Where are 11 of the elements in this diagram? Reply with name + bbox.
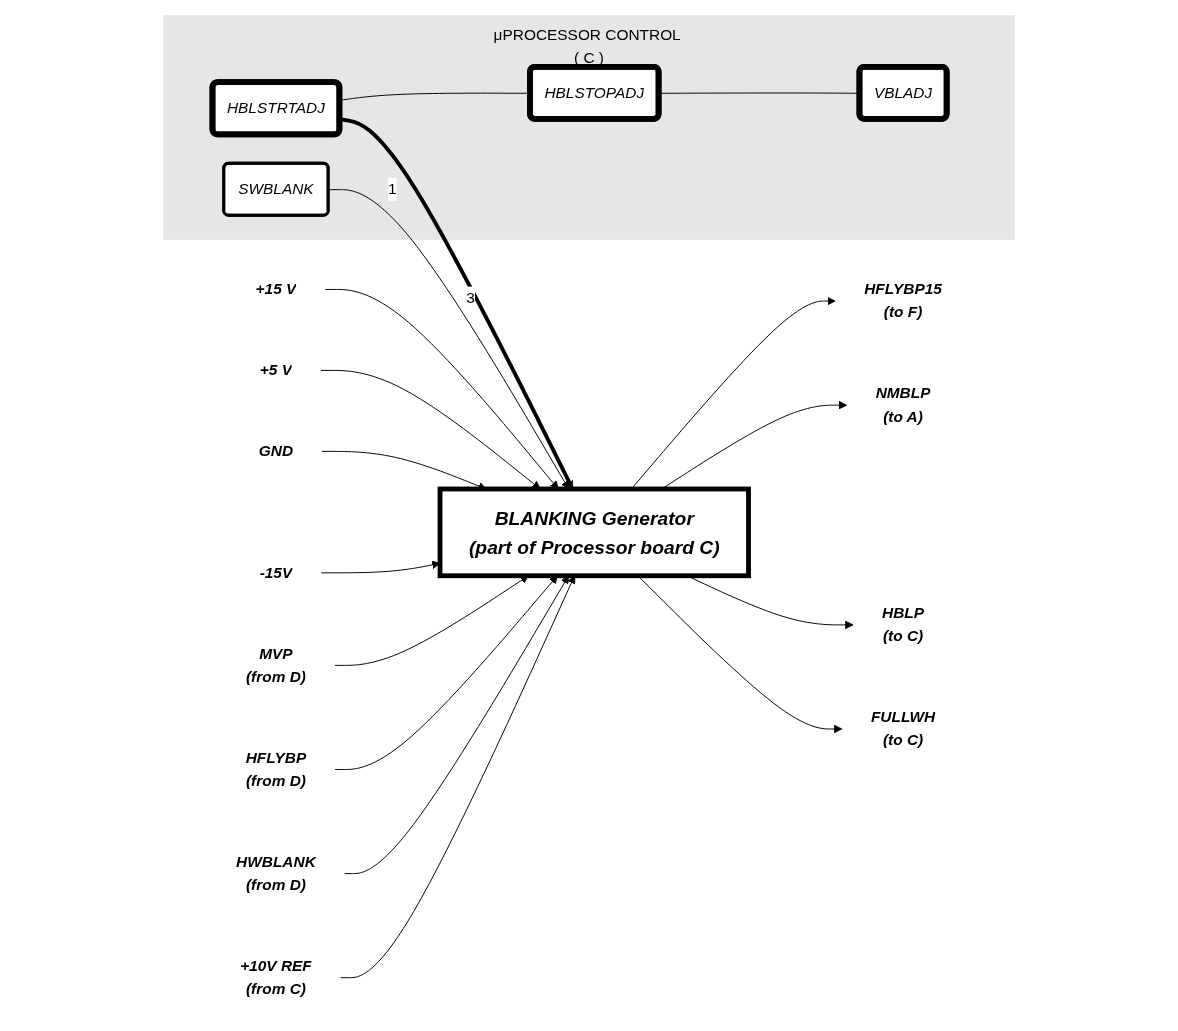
node-text: +10V REF (from C) [240, 957, 312, 997]
node-text: HFLYBP15 (to F) [864, 280, 942, 321]
node-text: NMBLP (to A) [875, 384, 931, 425]
edge-label: 1 [388, 180, 397, 197]
node-box: BLANKING Generator (part of Processor board C) [437, 486, 751, 579]
edge-label: 3 [466, 289, 475, 306]
node-text: MVP (from D) [245, 645, 306, 685]
node-text: FULLWH (to C) [870, 708, 936, 749]
node-text: HFLYBP (from D) [245, 749, 307, 789]
node-text: HBLP (to C) [882, 604, 925, 645]
node-text: GND [258, 442, 294, 460]
